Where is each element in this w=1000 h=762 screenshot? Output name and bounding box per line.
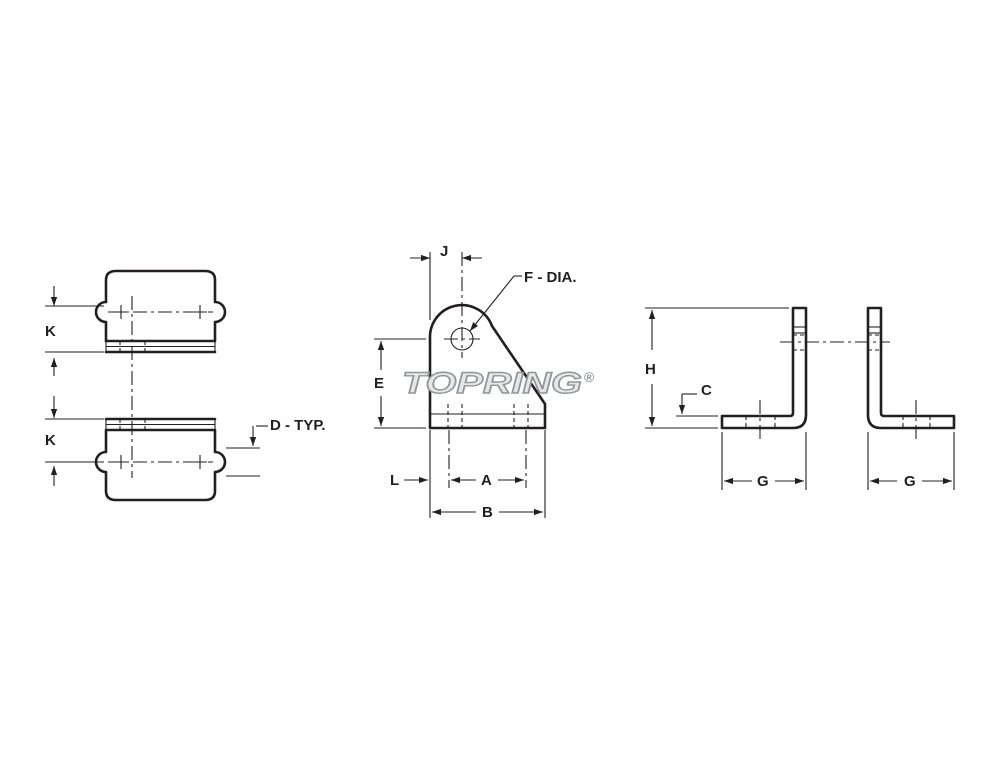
dim-h: H — [645, 361, 656, 378]
topring-watermark: TOPRING ® — [401, 366, 595, 400]
top-view-upper-plate — [94, 269, 227, 343]
dim-g-right: G — [904, 473, 916, 490]
side-view-front: H C G — [645, 306, 890, 490]
dim-f-dia: F - DIA. — [524, 269, 577, 286]
dim-e: E — [374, 375, 384, 392]
dim-g-left: G — [757, 473, 769, 490]
top-view: K K D - TYP. — [45, 269, 326, 502]
dim-c: C — [701, 382, 712, 399]
dim-k-upper: K — [45, 323, 56, 340]
dim-k-lower: K — [45, 432, 56, 449]
front-view: J F - DIA. E L A B — [374, 243, 577, 521]
dim-a: A — [481, 472, 492, 489]
registered-mark: ® — [584, 369, 595, 385]
dim-d-typ: D - TYP. — [270, 417, 326, 434]
side-view-back: G — [866, 306, 956, 490]
bracket-front-profile — [428, 303, 547, 430]
dim-l: L — [390, 472, 399, 489]
dim-b: B — [482, 504, 493, 521]
side-angle-profile-1 — [720, 306, 808, 430]
top-view-lower-plate — [94, 428, 227, 502]
side-angle-profile-2 — [866, 306, 956, 430]
watermark-brand: TOPRING — [402, 367, 582, 400]
dim-j: J — [440, 243, 448, 260]
